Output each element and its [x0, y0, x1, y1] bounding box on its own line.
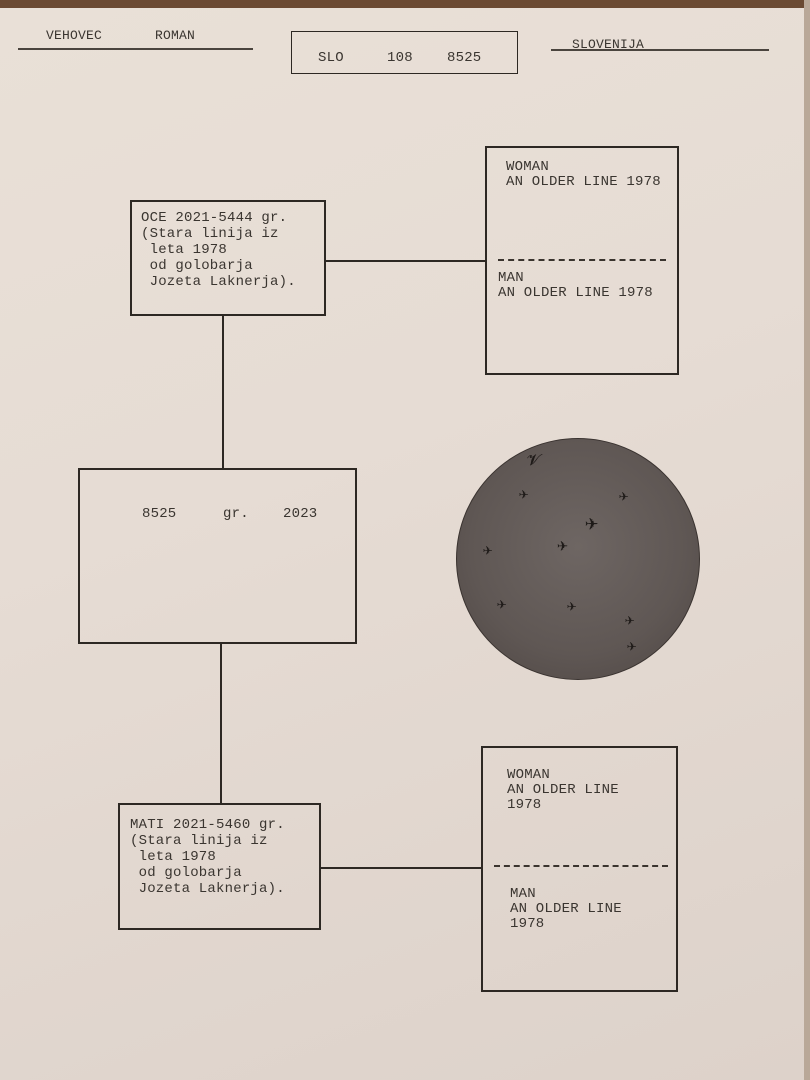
mother-box: [118, 803, 321, 930]
mother-line-2: (Stara linija iz: [130, 833, 268, 849]
paper-edge: [804, 0, 810, 1080]
mother-dam-label: WOMAN: [507, 767, 551, 783]
owner-underline: [18, 48, 253, 50]
mother-parents-divider: [494, 865, 668, 867]
country-underline: [551, 49, 769, 51]
mother-line-5: Jozeta Laknerja).: [130, 881, 285, 897]
ring-code: 108: [387, 50, 413, 66]
mother-line-3: leta 1978: [130, 849, 217, 865]
mother-sire-year: 1978: [510, 916, 545, 932]
father-subject-connector: [222, 316, 224, 469]
mother-dam-line: AN OLDER LINE: [507, 782, 619, 798]
father-sire-label: MAN: [498, 270, 524, 286]
father-connector: [326, 260, 486, 262]
father-line-5: Jozeta Laknerja).: [141, 274, 296, 290]
father-line-4: od golobarja: [141, 258, 253, 274]
subject-number: 8525: [142, 506, 177, 522]
ring-box: [291, 31, 518, 74]
bird-icon: ✈: [483, 542, 493, 560]
subject-gender: gr.: [223, 506, 249, 522]
pigeons-photo: 𝓥 ✈ ✈ ✈ ✈ ✈ ✈ ✈ ✈ ✈: [456, 438, 700, 680]
mother-sire-label: MAN: [510, 886, 536, 902]
father-parents-divider: [498, 259, 666, 261]
father-box: [130, 200, 326, 316]
subject-box: [78, 468, 357, 644]
father-line-3: leta 1978: [141, 242, 228, 258]
mother-dam-year: 1978: [507, 797, 542, 813]
ring-number: 8525: [447, 50, 482, 66]
bird-icon: ✈: [567, 598, 577, 616]
bird-icon: ✈: [627, 638, 637, 656]
bird-icon: ✈: [619, 488, 629, 506]
mother-line-1: MATI 2021-5460 gr.: [130, 817, 285, 833]
subject-mother-connector: [220, 643, 222, 805]
father-parents-box: [485, 146, 679, 375]
mother-line-4: od golobarja: [130, 865, 242, 881]
owner-name: ROMAN: [155, 28, 196, 43]
father-line-1: OCE 2021-5444 gr.: [141, 210, 288, 226]
father-dam-label: WOMAN: [506, 159, 550, 175]
bird-icon: ✈: [497, 596, 507, 614]
mother-connector: [321, 867, 483, 869]
bird-icon: 𝓥: [527, 452, 541, 470]
bird-icon: ✈: [585, 512, 599, 537]
father-sire-line: AN OLDER LINE 1978: [498, 285, 653, 301]
bird-icon: ✈: [519, 486, 529, 504]
father-dam-line: AN OLDER LINE 1978: [506, 174, 661, 190]
owner-surname: VEHOVEC: [46, 28, 103, 43]
mother-parents-box: [481, 746, 678, 992]
mother-sire-line: AN OLDER LINE: [510, 901, 622, 917]
bird-icon: ✈: [557, 537, 568, 557]
subject-year: 2023: [283, 506, 318, 522]
ring-country: SLO: [318, 50, 344, 66]
father-line-2: (Stara linija iz: [141, 226, 279, 242]
bird-icon: ✈: [625, 612, 635, 630]
country-label: SLOVENIJA: [572, 37, 645, 52]
